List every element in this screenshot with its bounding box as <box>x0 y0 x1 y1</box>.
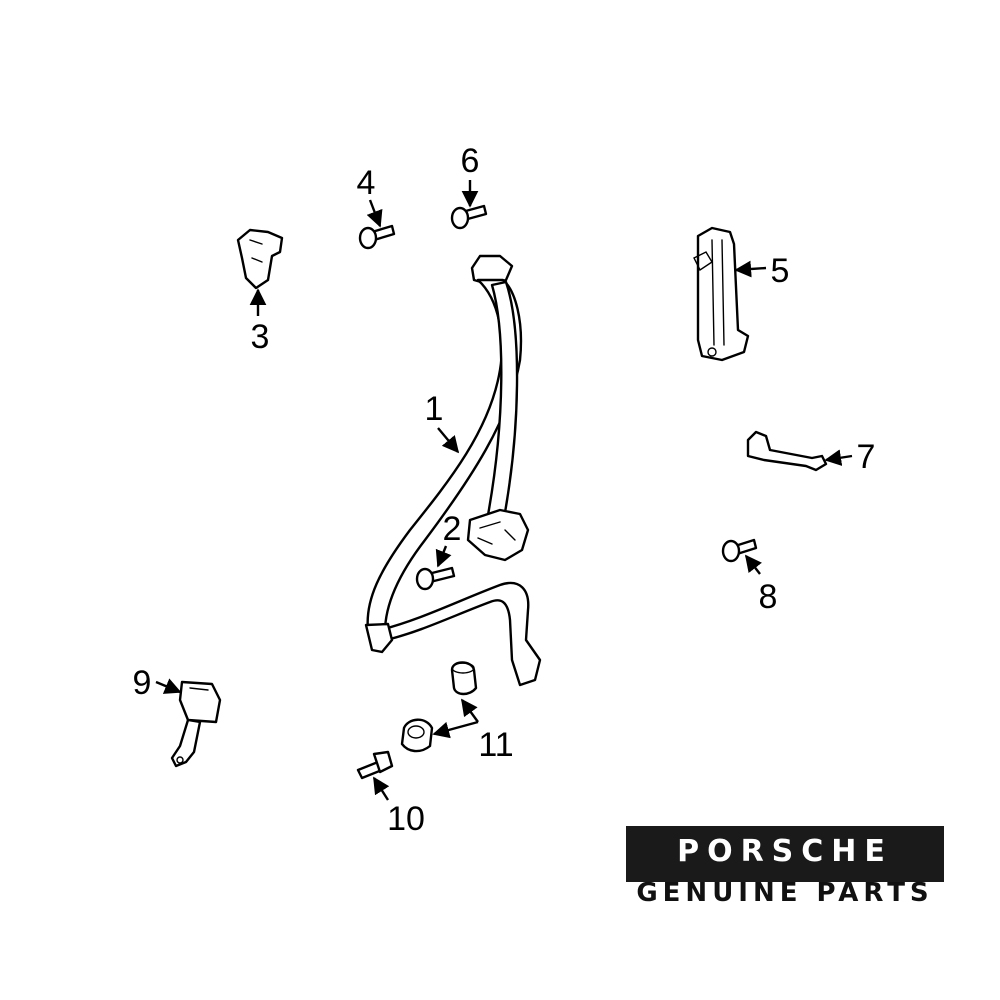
genuine-parts-label: GENUINE PARTS <box>636 878 934 908</box>
belt-guide-cover <box>236 228 284 290</box>
seat-belt-assembly <box>364 254 542 687</box>
callout-3: 3 <box>251 318 270 356</box>
brand-logo: PORSCHE <box>626 826 944 882</box>
callout-4: 4 <box>357 164 376 202</box>
callout-11: 11 <box>478 726 513 764</box>
spacer-lower <box>400 718 434 753</box>
bolt-2 <box>415 566 456 591</box>
callout-2: 2 <box>443 510 462 548</box>
callout-1: 1 <box>425 390 444 428</box>
bolt-4 <box>358 224 396 250</box>
bolt-10 <box>356 750 394 780</box>
callout-7: 7 <box>857 438 876 476</box>
leader-arrows <box>155 180 853 801</box>
spacer-upper <box>450 661 478 696</box>
callout-5: 5 <box>771 252 790 290</box>
callout-8: 8 <box>759 578 778 616</box>
callout-10: 10 <box>387 800 425 838</box>
brand-logo-text: PORSCHE <box>677 834 893 869</box>
callout-6: 6 <box>461 142 480 180</box>
bracket-7 <box>746 430 828 472</box>
bolt-8 <box>721 538 758 563</box>
bolt-6 <box>450 204 488 230</box>
seat-belt-buckle <box>170 680 222 768</box>
callout-9: 9 <box>133 664 152 702</box>
height-adjuster <box>693 226 750 362</box>
